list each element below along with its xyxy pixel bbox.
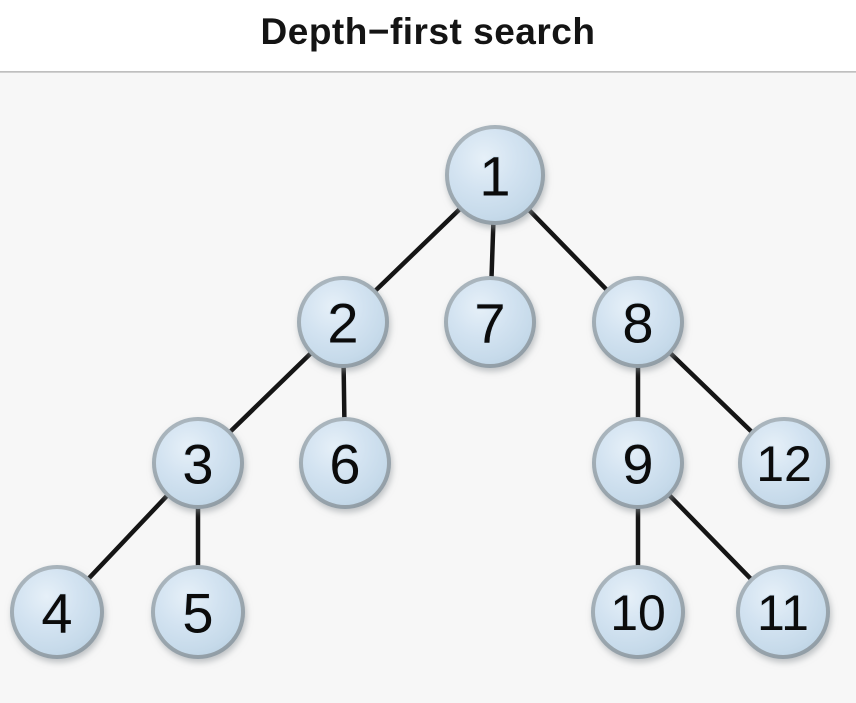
node-label: 9 xyxy=(622,433,653,496)
node-label: 4 xyxy=(41,582,72,645)
graph-edge xyxy=(341,359,347,426)
node-body xyxy=(742,421,826,505)
node-label: 1 xyxy=(479,145,510,208)
node-body xyxy=(448,280,532,364)
node-body xyxy=(740,569,826,655)
graph-node[interactable]: 8 xyxy=(592,276,684,368)
graph-node[interactable]: 6 xyxy=(299,417,391,509)
graph-edge xyxy=(664,347,758,438)
node-body xyxy=(449,129,541,221)
node-label: 3 xyxy=(182,433,213,496)
node-body xyxy=(596,421,680,505)
graph-edge xyxy=(224,347,317,438)
node-body xyxy=(595,569,681,655)
edge-layer xyxy=(82,203,758,585)
graph-node[interactable]: 11 xyxy=(736,565,830,659)
node-label: 5 xyxy=(182,582,213,645)
header-divider xyxy=(0,71,856,73)
node-body xyxy=(14,569,100,655)
graph-node[interactable]: 2 xyxy=(297,276,389,368)
graph-node[interactable]: 5 xyxy=(151,565,245,659)
graph-node[interactable]: 1 xyxy=(445,125,545,225)
node-label: 12 xyxy=(756,436,812,492)
graph-node[interactable]: 10 xyxy=(591,565,685,659)
graph-node[interactable]: 7 xyxy=(444,276,536,368)
node-label: 7 xyxy=(474,292,505,355)
node-label: 2 xyxy=(327,292,358,355)
node-label: 11 xyxy=(757,585,809,641)
node-body xyxy=(156,421,240,505)
node-label: 6 xyxy=(329,433,360,496)
graph-edge xyxy=(523,204,613,296)
node-body xyxy=(155,569,241,655)
graph-edge xyxy=(369,203,466,297)
node-body xyxy=(301,280,385,364)
graph-node[interactable]: 3 xyxy=(152,417,244,509)
graph-node[interactable]: 9 xyxy=(592,417,684,509)
node-label: 10 xyxy=(610,585,666,641)
graph-edge xyxy=(489,216,496,285)
page-title: Depth−first search xyxy=(260,11,596,52)
figure-header: Depth−first search xyxy=(0,0,856,73)
node-body xyxy=(596,280,680,364)
graph-edge xyxy=(82,489,173,585)
node-label: 8 xyxy=(622,292,653,355)
graph-edge xyxy=(663,489,757,585)
node-body xyxy=(303,421,387,505)
graph-node[interactable]: 4 xyxy=(10,565,104,659)
graph-node[interactable]: 12 xyxy=(738,417,830,509)
